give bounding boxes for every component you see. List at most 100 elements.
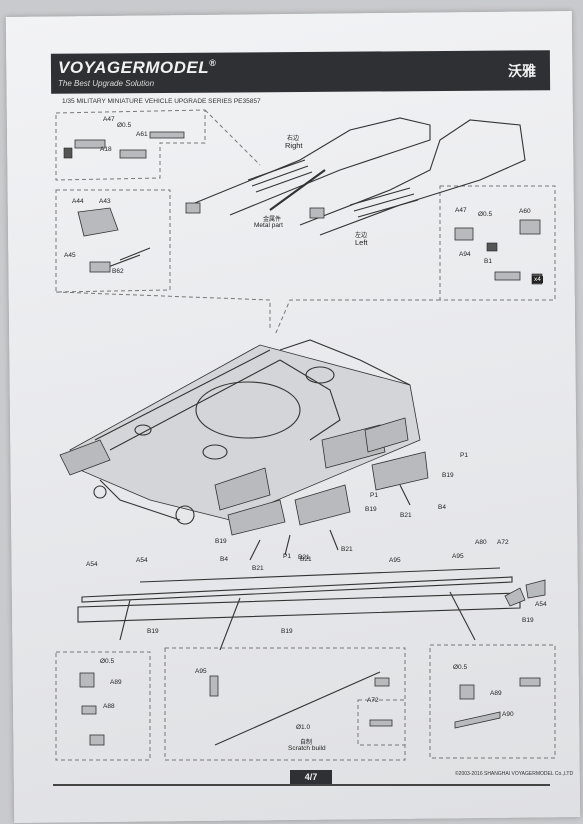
small-part (77, 207, 119, 237)
callout-label: A47 (455, 207, 467, 214)
scratch-build-label-cn: 自制 (300, 739, 313, 746)
small-part (63, 147, 73, 159)
rail-strip (77, 592, 521, 623)
callout-label: B62 (112, 268, 124, 275)
callout-label: A72 (367, 697, 379, 704)
sprocket (175, 505, 195, 525)
callout-label: B21 (341, 546, 353, 553)
callout-label: A18 (100, 146, 112, 153)
callout-label: A90 (502, 711, 514, 718)
small-part (504, 587, 526, 607)
small-part (454, 711, 501, 729)
hull-deck-line (94, 349, 281, 451)
callout-label: P1 (460, 452, 468, 459)
brand-logo: VOYAGERMODEL® (58, 58, 217, 77)
front-plate (59, 439, 111, 476)
callout-box-bottom-right (429, 644, 556, 759)
hatch (134, 424, 152, 436)
callout-label: A54 (136, 557, 148, 564)
callout-label: A47 (103, 116, 115, 123)
tow-hook (93, 485, 107, 499)
scratch-build-label: Scratch build (288, 745, 326, 752)
callout-label: B19 (147, 628, 159, 635)
footer-rule (53, 784, 550, 786)
callout-label: A45 (64, 252, 76, 259)
engine-deck (279, 339, 411, 386)
small-part (89, 734, 105, 746)
callout-label: B4 (438, 504, 446, 511)
callout-label: A89 (490, 690, 502, 697)
callout-label: A72 (497, 539, 509, 546)
right-label-cn: 右边 (287, 135, 300, 142)
callout-label: A61 (136, 131, 148, 138)
callout-label: A60 (519, 208, 531, 215)
rail-left (299, 119, 526, 236)
callout-label: B19 (281, 628, 293, 635)
callout-leader (55, 291, 271, 330)
callout-label: Ø0.5 (100, 658, 115, 665)
rail-stack (349, 187, 419, 218)
callout-box-bottom-center (164, 647, 406, 761)
callout-box-bottom-left (55, 651, 151, 761)
callout-box-inset (357, 699, 406, 746)
callout-label: B4 (220, 556, 228, 563)
rail-right (189, 117, 431, 216)
thin-wire (139, 567, 501, 583)
callout-label: A94 (459, 251, 471, 258)
small-part (519, 677, 541, 687)
callout-label: A44 (72, 198, 84, 205)
small-part (454, 227, 474, 241)
small-part (519, 219, 541, 235)
bracket (309, 207, 325, 219)
callout-label: A80 (475, 539, 487, 546)
quantity-badge: x4 (532, 276, 543, 283)
callout-label: A95 (195, 668, 207, 675)
small-part (81, 705, 97, 715)
callout-label: B21 (300, 556, 312, 563)
right-label: Right (285, 141, 303, 150)
callout-label: A95 (452, 553, 464, 560)
fender-plate (364, 417, 409, 453)
callout-label: B19 (215, 538, 227, 545)
track-guard (99, 479, 181, 521)
callout-label: B21 (400, 512, 412, 519)
page-number: 4/7 (290, 770, 332, 784)
callout-label: A88 (103, 703, 115, 710)
metal-part-label: Metal part (254, 222, 283, 229)
metal-part-label-cn: 金属件 (263, 216, 282, 223)
fender-plate (214, 467, 271, 511)
callout-label: B19 (365, 506, 377, 513)
left-label-cn: 左边 (355, 232, 368, 239)
metal-rod (269, 169, 326, 211)
small-part (369, 719, 393, 727)
callout-label: P1 (283, 553, 291, 560)
callout-label: A89 (110, 679, 122, 686)
leader-lines (249, 484, 411, 561)
brand-logo-cn: 沃雅 (508, 64, 536, 80)
callout-label: P1 (370, 492, 378, 499)
small-part (74, 139, 106, 149)
small-part (374, 677, 390, 687)
callout-label: B21 (252, 565, 264, 572)
scratch-wire (214, 671, 381, 746)
small-part (459, 684, 475, 700)
fender-plate (371, 451, 429, 491)
callout-label: Ø0.5 (478, 211, 493, 218)
rail-strip (81, 576, 513, 603)
tank-hull (69, 344, 421, 521)
small-part (89, 261, 111, 273)
callout-label: B21 (298, 554, 310, 561)
callout-label: Ø0.5 (453, 664, 468, 671)
callout-label: B19 (522, 617, 534, 624)
turret-ring (195, 381, 301, 439)
callout-label: A95 (389, 557, 401, 564)
series-line: 1/35 MILITARY MINIATURE VEHICLE UPGRADE … (62, 98, 261, 105)
callout-box-mid-left (55, 189, 171, 293)
small-part (209, 675, 219, 697)
callout-box-right (439, 185, 556, 301)
rail-stack (247, 159, 313, 193)
bracket (185, 202, 201, 214)
small-part (119, 149, 147, 159)
callout-label: B1 (484, 258, 492, 265)
small-part (486, 242, 498, 252)
